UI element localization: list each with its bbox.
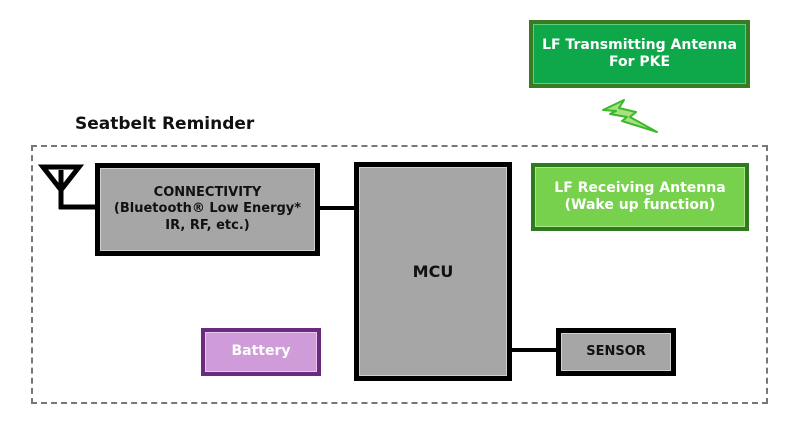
sensor-label: SENSOR bbox=[586, 343, 646, 359]
connectivity-line2: (Bluetooth® Low Energy* bbox=[113, 201, 302, 217]
mcu-label: MCU bbox=[412, 261, 454, 281]
battery-block: Battery bbox=[201, 328, 321, 376]
lf-transmitting-antenna-line2: For PKE bbox=[608, 54, 671, 70]
lf-receiving-antenna-line1: LF Receiving Antenna bbox=[554, 179, 726, 196]
seatbelt-reminder-boundary bbox=[31, 145, 768, 404]
lightning-bolt-icon bbox=[602, 99, 658, 133]
lf-transmitting-antenna-block: LF Transmitting Antenna For PKE bbox=[529, 20, 750, 88]
mcu-block: MCU bbox=[354, 162, 512, 381]
sensor-block: SENSOR bbox=[556, 328, 676, 376]
connectivity-block: CONNECTIVITY (Bluetooth® Low Energy* IR,… bbox=[95, 163, 320, 256]
connectivity-line1: CONNECTIVITY bbox=[153, 185, 262, 201]
lf-receiving-antenna-line2: (Wake up function) bbox=[564, 197, 716, 213]
lf-transmitting-antenna-line1: LF Transmitting Antenna bbox=[542, 36, 737, 53]
battery-label: Battery bbox=[231, 343, 291, 360]
diagram-title: Seatbelt Reminder bbox=[75, 114, 255, 134]
antenna-icon bbox=[37, 164, 98, 210]
lf-receiving-antenna-block: LF Receiving Antenna (Wake up function) bbox=[531, 163, 749, 231]
connectivity-line3: IR, RF, etc.) bbox=[165, 217, 250, 233]
